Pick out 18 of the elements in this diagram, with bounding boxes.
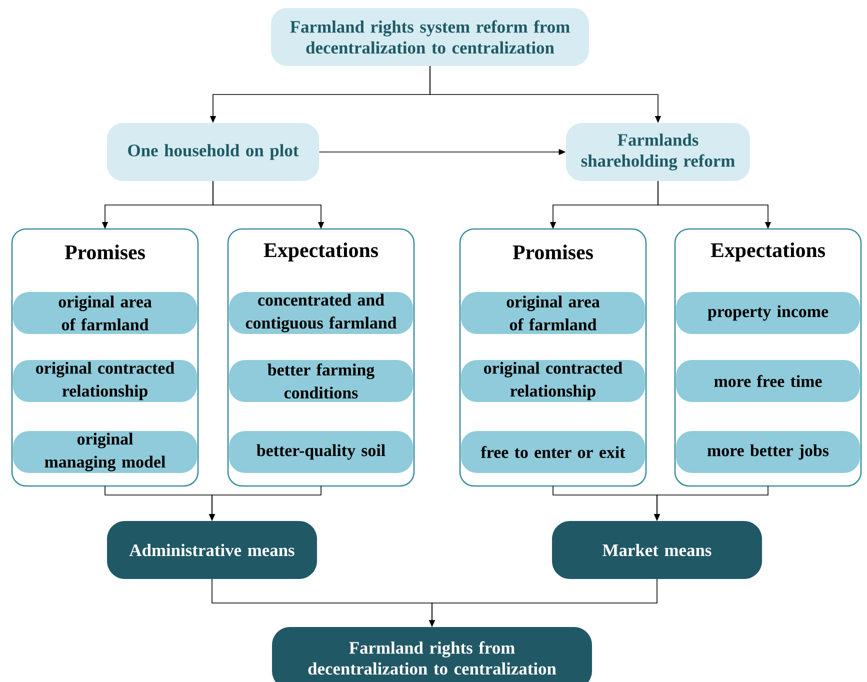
item-pill: original area of farmland xyxy=(13,292,197,334)
item-pill: more free time xyxy=(676,360,860,402)
process-box: Farmland rights system reform from decentralization to centralization xyxy=(271,8,589,66)
item-pill: more better jobs xyxy=(676,431,860,473)
item-pill: original managing model xyxy=(13,431,197,473)
result-box: Farmland rights from decentralization to centralization xyxy=(272,627,592,682)
result-box: Market means xyxy=(552,521,762,579)
item-pill: original contracted relationship xyxy=(13,360,197,402)
process-box: One household on plot xyxy=(107,123,319,181)
item-pill: original contracted relationship xyxy=(461,360,645,402)
item-pill: better farming conditions xyxy=(229,360,413,402)
item-pill: original area of farmland xyxy=(461,292,645,334)
item-pill: concentrated and contiguous farmland xyxy=(229,292,413,334)
item-pill: free to enter or exit xyxy=(461,431,645,473)
process-box: Farmlands shareholding reform xyxy=(566,123,750,181)
item-pill: better-quality soil xyxy=(229,431,413,473)
result-box: Administrative means xyxy=(107,521,317,579)
item-pill: property income xyxy=(676,292,860,334)
